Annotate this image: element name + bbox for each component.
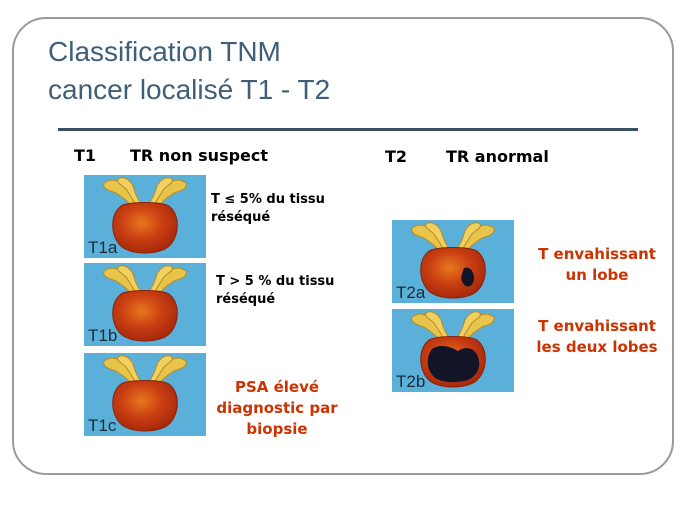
t1-stage-label: T1 [74,146,97,165]
t2b-caption-line2: les deux lobes [536,338,658,356]
slide-title-line2: cancer localisé T1 - T2 [48,74,331,105]
panel-label: T2b [396,372,425,391]
t2-heading: TR anormal [446,147,549,166]
slide-frame [12,17,674,475]
t2a-caption-line1: T envahissant [538,245,656,263]
panel-t2a: T2a [387,220,514,303]
t1c-caption: PSA élevé diagnostic par biopsie [206,377,348,440]
t1c-caption-line3: biopsie [246,420,308,438]
t2a-caption-line2: un lobe [565,266,629,284]
t2b-caption-line1: T envahissant [538,317,656,335]
panel-t1a: T1a [84,175,206,258]
t1b-caption-line1: T > 5 % du tissu [216,274,335,289]
panel-label: T1b [88,326,117,345]
t1-heading: TR non suspect [130,146,269,165]
panel-t1b: T1b [84,263,206,346]
t1c-caption-line1: PSA élevé [234,378,320,396]
t1a-caption-line2: réséqué [211,210,271,225]
t1b-caption-line2: réséqué [216,292,276,307]
panel-label: T1a [88,238,118,257]
title-divider [58,128,638,131]
t1a-caption-line1: T ≤ 5% du tissu [211,192,325,207]
slide-title-line1: Classification TNM [48,36,281,67]
t1c-caption-line2: diagnostic par [216,399,338,417]
t2b-caption: T envahissant les deux lobes [526,316,668,358]
panel-t2b: T2b [387,309,514,392]
panel-label: T2a [396,283,426,302]
t2-stage-label: T2 [385,147,408,166]
t2a-caption: T envahissant un lobe [526,244,668,286]
panel-t1c: T1c [84,353,206,436]
panel-label: T1c [88,416,117,435]
